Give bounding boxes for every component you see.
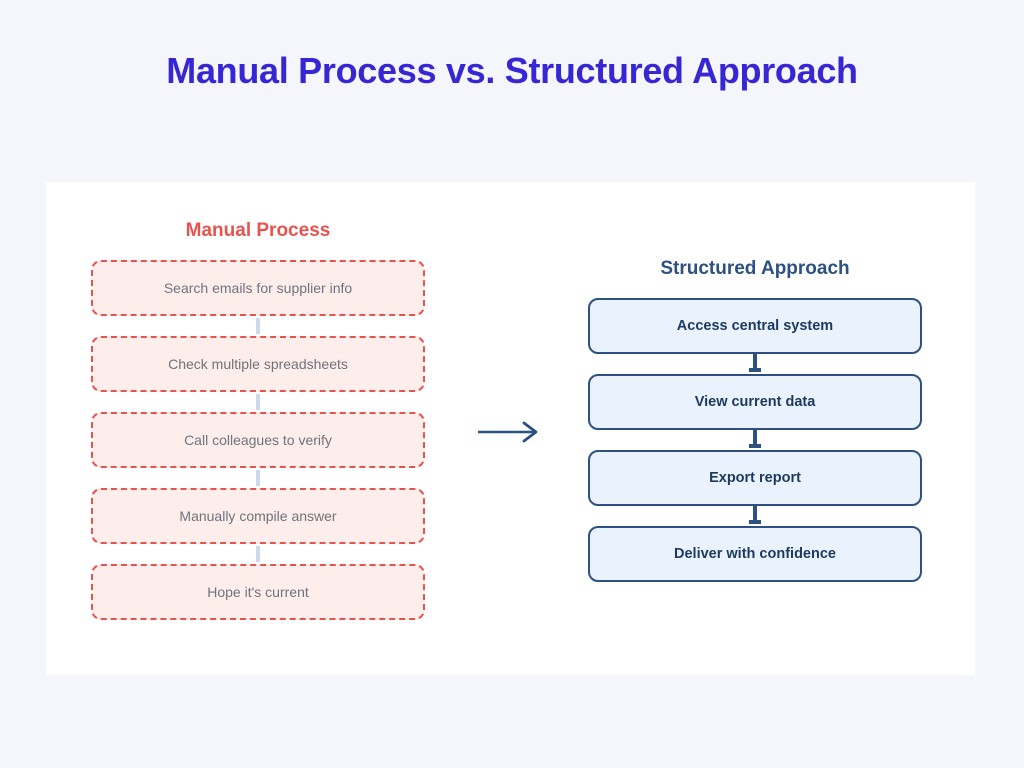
structured-approach-column: Structured Approach Access central syste… xyxy=(588,182,922,582)
manual-connector-2 xyxy=(91,392,425,412)
structured-approach-step-list: Access central system View current data … xyxy=(588,298,922,582)
manual-step-box-3[interactable]: Call colleagues to verify xyxy=(91,412,425,468)
manual-connector-1 xyxy=(91,316,425,336)
list-item: View current data xyxy=(588,374,922,430)
page-title: Manual Process vs. Structured Approach xyxy=(166,50,858,91)
list-item: Call colleagues to verify xyxy=(91,412,425,468)
manual-step-box-5[interactable]: Hope it's current xyxy=(91,564,425,620)
structured-step-box-2[interactable]: View current data xyxy=(588,374,922,430)
list-item: Export report xyxy=(588,450,922,506)
list-item: Search emails for supplier info xyxy=(91,260,425,316)
structured-step-box-3[interactable]: Export report xyxy=(588,450,922,506)
list-item: Access central system xyxy=(588,298,922,354)
list-item: Hope it's current xyxy=(91,564,425,620)
list-item: Manually compile answer xyxy=(91,488,425,544)
list-item: Check multiple spreadsheets xyxy=(91,336,425,392)
manual-connector-4 xyxy=(91,544,425,564)
diagram-panel: Manual Process Search emails for supplie… xyxy=(46,182,975,675)
manual-step-box-1[interactable]: Search emails for supplier info xyxy=(91,260,425,316)
list-item: Deliver with confidence xyxy=(588,526,922,582)
structured-connector-3 xyxy=(588,506,922,526)
structured-approach-header: Structured Approach xyxy=(660,258,850,279)
manual-step-box-2[interactable]: Check multiple spreadsheets xyxy=(91,336,425,392)
manual-process-step-list: Search emails for supplier info Check mu… xyxy=(91,260,425,620)
manual-process-header: Manual Process xyxy=(185,220,331,241)
structured-connector-1 xyxy=(588,354,922,374)
manual-connector-3 xyxy=(91,468,425,488)
structured-step-box-1[interactable]: Access central system xyxy=(588,298,922,354)
structured-step-box-4[interactable]: Deliver with confidence xyxy=(588,526,922,582)
manual-step-box-4[interactable]: Manually compile answer xyxy=(91,488,425,544)
structured-connector-2 xyxy=(588,430,922,450)
manual-process-column: Manual Process Search emails for supplie… xyxy=(91,182,425,620)
arrow-right-icon xyxy=(476,420,548,444)
